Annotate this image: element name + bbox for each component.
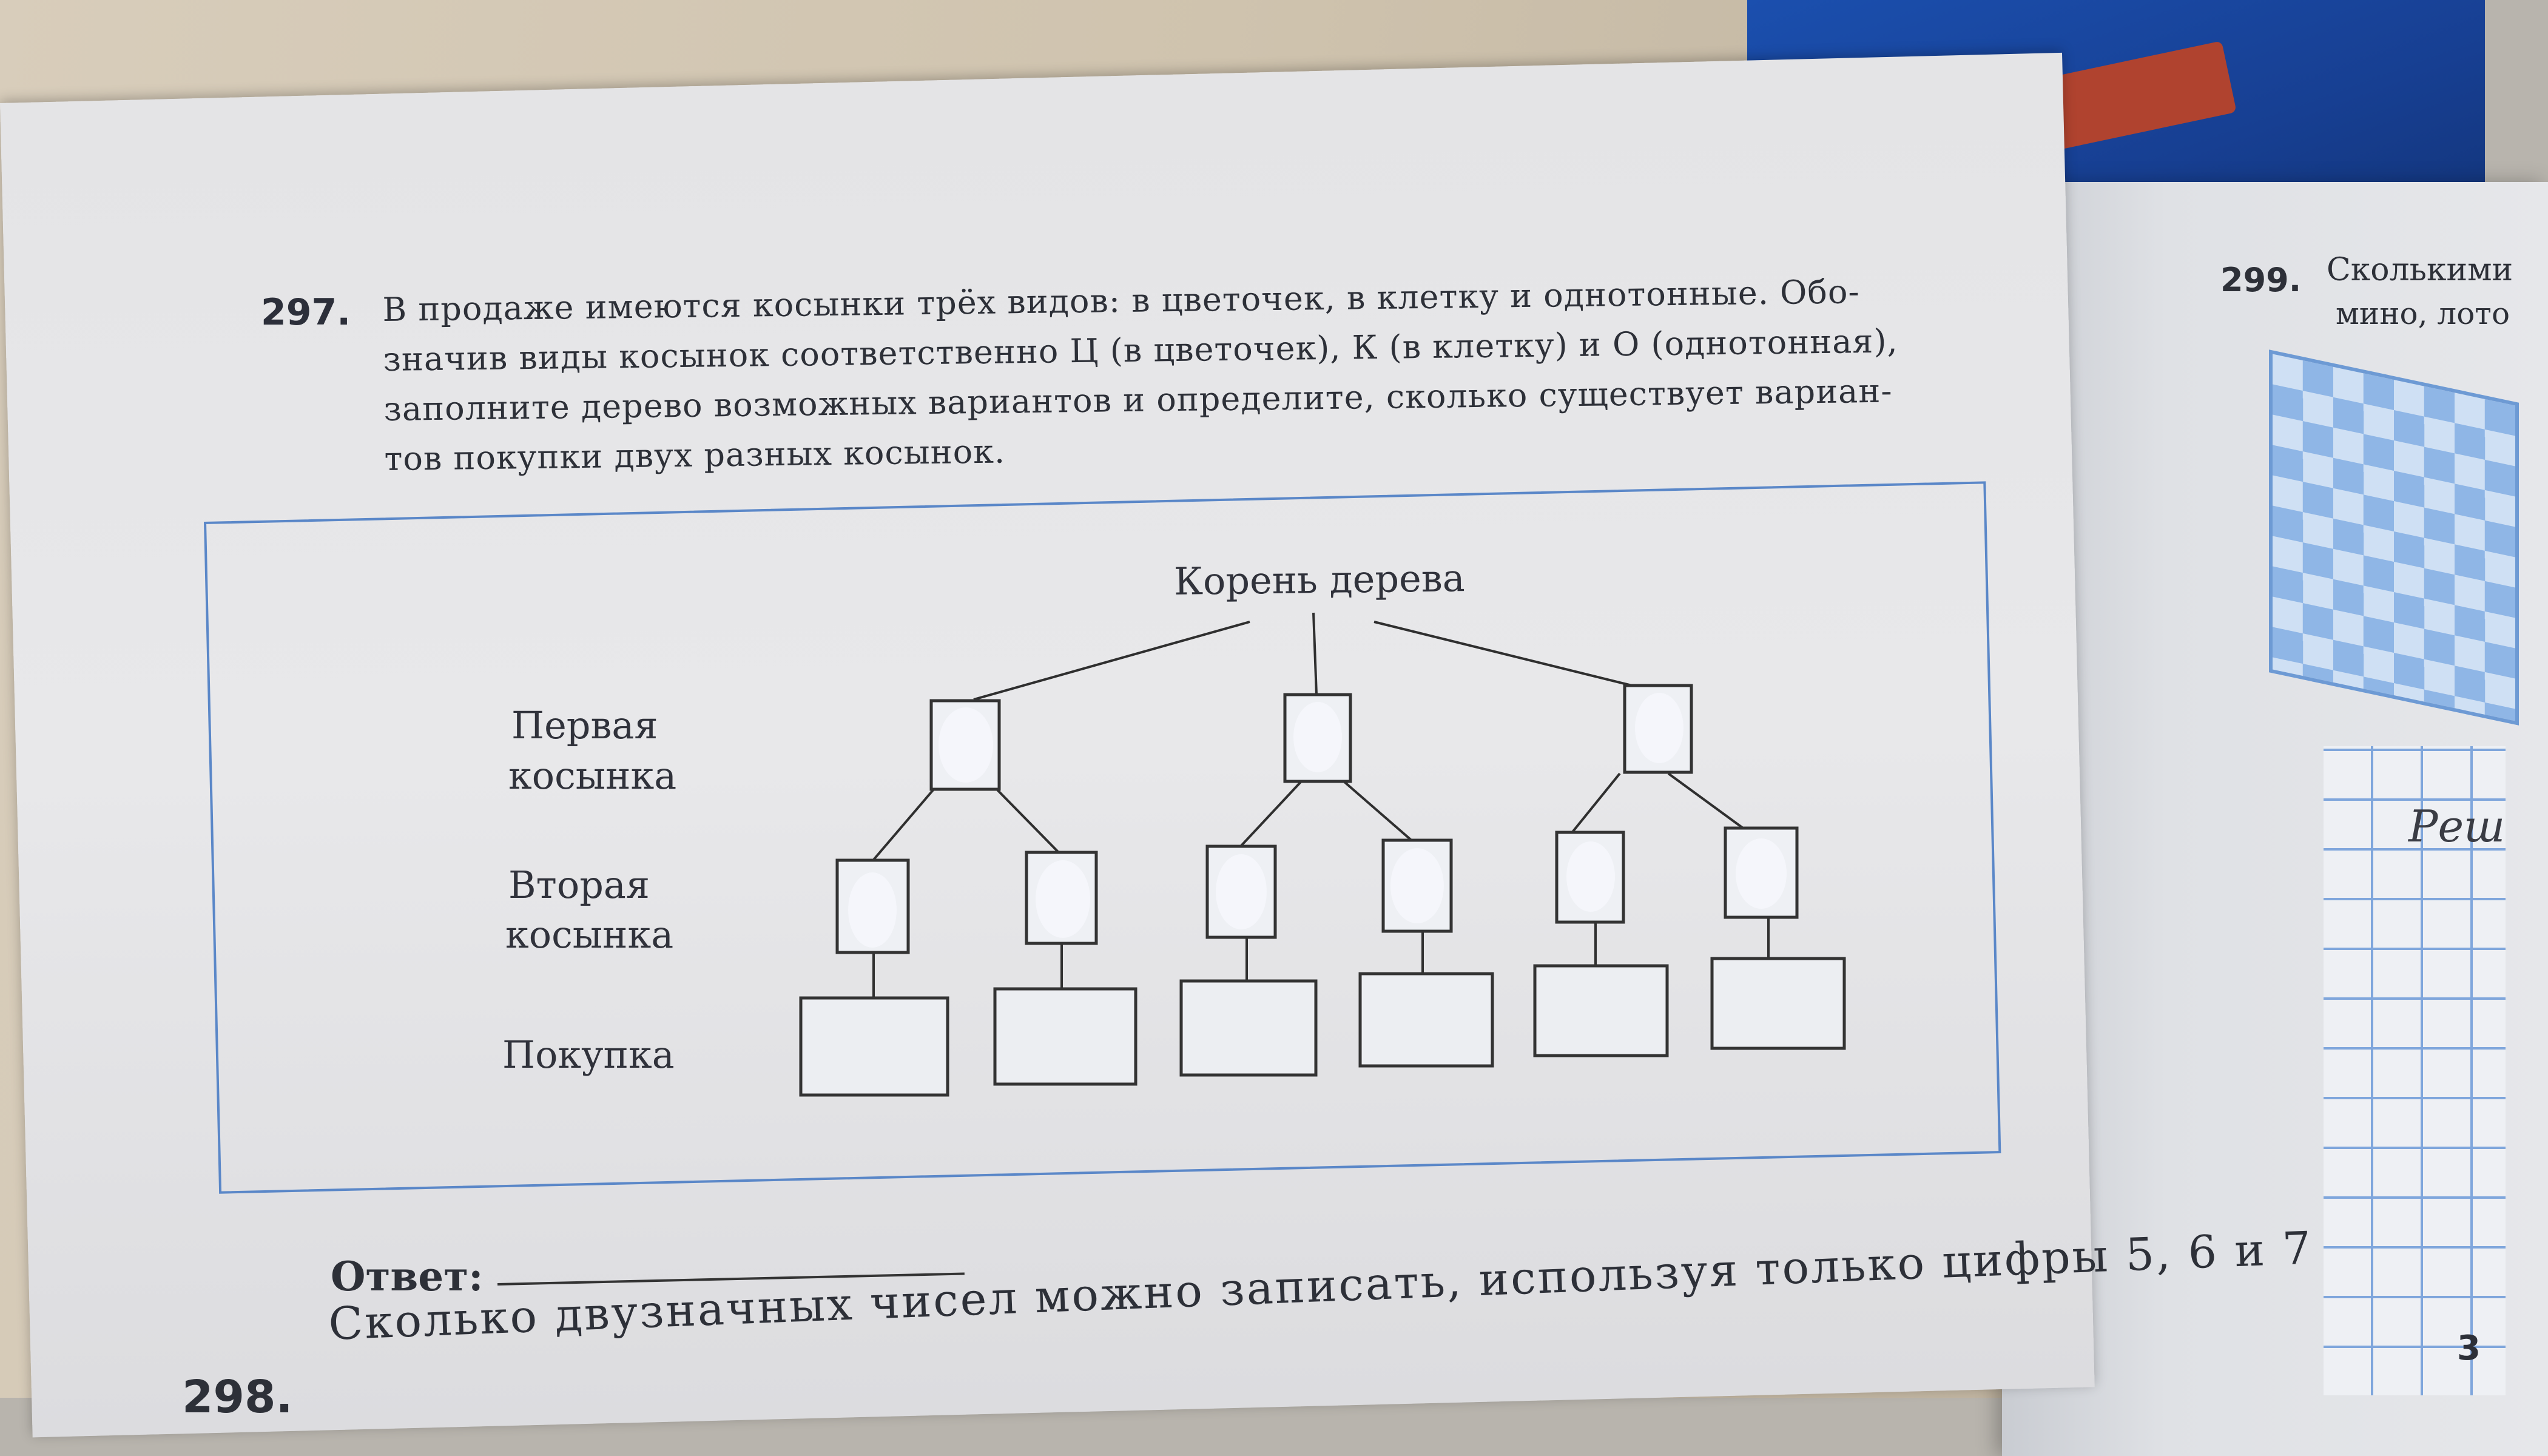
tree-diagram bbox=[799, 612, 1846, 1097]
correction-mark bbox=[1390, 848, 1444, 923]
purchase-boxes bbox=[799, 957, 1846, 1097]
correction-mark bbox=[1216, 854, 1267, 929]
edge bbox=[994, 786, 1060, 854]
second-row-label-1: Вторая bbox=[508, 863, 650, 907]
grid-table bbox=[2324, 746, 2506, 1395]
correction-mark bbox=[939, 707, 993, 783]
right-problem-text-2: мино, лото bbox=[2336, 296, 2510, 331]
second-row-label-2: косынка bbox=[505, 912, 674, 957]
correction-mark bbox=[1293, 702, 1342, 772]
correction-mark bbox=[1036, 860, 1090, 938]
edge bbox=[1567, 772, 1621, 838]
correction-mark bbox=[1736, 838, 1787, 909]
correction-mark bbox=[1566, 841, 1615, 912]
edge bbox=[1343, 780, 1415, 843]
correction-mark bbox=[848, 872, 897, 948]
next-problem-number: 298. bbox=[182, 1371, 293, 1423]
edge bbox=[872, 787, 935, 861]
purchase-row-label: Покупка bbox=[502, 1033, 675, 1077]
answer-label: Ответ: bbox=[331, 1253, 484, 1300]
edge bbox=[1312, 612, 1318, 695]
purchase-box[interactable] bbox=[1533, 964, 1669, 1057]
first-row-label-2: косынка bbox=[508, 753, 677, 798]
right-corner-number: 3 bbox=[2457, 1329, 2481, 1368]
right-fragment: Реш bbox=[2408, 801, 2506, 852]
edge bbox=[1667, 772, 1748, 832]
purchase-box[interactable] bbox=[1358, 972, 1494, 1068]
level-two-boxes bbox=[835, 826, 1799, 954]
correction-marks-2 bbox=[848, 838, 1787, 948]
purchase-box[interactable] bbox=[1179, 979, 1318, 1077]
edge bbox=[973, 621, 1250, 701]
purchase-box[interactable] bbox=[1710, 957, 1846, 1050]
right-problem-number: 299. bbox=[2220, 261, 2302, 299]
edge bbox=[1239, 780, 1303, 848]
edge bbox=[1373, 621, 1633, 687]
first-row-label-1: Первая bbox=[511, 703, 658, 747]
root-label: Корень дерева bbox=[1173, 556, 1466, 604]
purchase-box[interactable] bbox=[993, 987, 1138, 1086]
problem-number: 297. bbox=[261, 291, 351, 334]
tree-edges bbox=[872, 612, 1770, 1001]
correction-marks-1 bbox=[939, 693, 1684, 783]
correction-mark bbox=[1635, 693, 1684, 763]
purchase-box[interactable] bbox=[799, 996, 949, 1097]
right-problem-text-1: Сколькими bbox=[2327, 252, 2513, 288]
